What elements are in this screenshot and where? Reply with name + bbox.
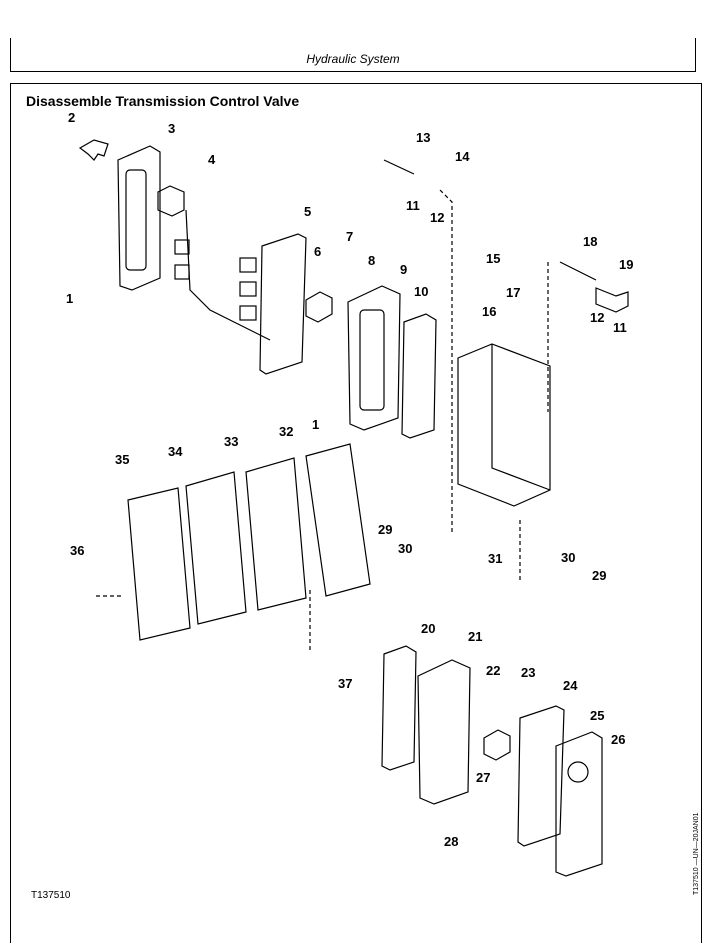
part-9-valve-body (347, 285, 401, 431)
callout-15: 15 (486, 251, 500, 266)
callout-28: 28 (444, 834, 458, 849)
part-32-separator-plate (305, 443, 371, 597)
callout-16: 16 (482, 304, 496, 319)
section-title: Disassemble Transmission Control Valve (26, 93, 300, 109)
callout-8: 8 (368, 253, 375, 268)
callout-11: 11 (406, 198, 420, 213)
callout-5: 5 (304, 204, 311, 219)
part-34-gasket-plate (185, 471, 247, 625)
callout-23: 23 (521, 665, 535, 680)
callout-31: 31 (488, 551, 502, 566)
callout-18: 18 (583, 234, 597, 249)
figure-side-id: T137510 —UN—20JAN01 (693, 812, 700, 896)
callout-10: 10 (414, 284, 428, 299)
callout-2: 2 (68, 110, 75, 125)
part-21-valve-body (417, 659, 471, 805)
callout-9: 9 (400, 262, 407, 277)
callout-26: 26 (611, 732, 625, 747)
part-20-gasket (381, 645, 417, 771)
callout-12: 12 (430, 210, 444, 225)
callout-4: 4 (208, 152, 216, 167)
part-5-gasket (259, 233, 307, 375)
callout-22: 22 (486, 663, 500, 678)
part-6-valve (305, 291, 333, 323)
callout-29: 29 (378, 522, 392, 537)
callout-34: 34 (168, 444, 183, 459)
part-18-spring (559, 261, 597, 281)
callout-19: 19 (619, 257, 633, 272)
callout-32: 32 (279, 424, 293, 439)
part-3-cover (117, 145, 161, 291)
part-10-gasket (401, 313, 437, 439)
callout-33: 33 (224, 434, 238, 449)
callout-30b: 30 (561, 550, 575, 565)
callout-14: 14 (455, 149, 470, 164)
callout-12b: 12 (590, 310, 604, 325)
callout-11b: 11 (613, 320, 627, 335)
part-4-solenoid (157, 185, 185, 217)
callout-37: 37 (338, 676, 352, 691)
callout-6: 6 (314, 244, 321, 259)
part-24-gasket (517, 705, 565, 847)
callout-13: 13 (416, 130, 430, 145)
callout-35: 35 (115, 452, 129, 467)
callout-30: 30 (398, 541, 412, 556)
figure-frame: Disassemble Transmission Control Valve (10, 83, 702, 943)
part-15-main-body (457, 343, 551, 507)
part-2-clip (78, 139, 109, 161)
part-13-spring (383, 159, 415, 175)
part-25-cover (555, 731, 603, 877)
part-19-plug (595, 287, 629, 313)
callout-7: 7 (346, 229, 353, 244)
callout-20: 20 (421, 621, 435, 636)
callout-25: 25 (590, 708, 604, 723)
callout-27: 27 (476, 770, 490, 785)
callout-1b: 1 (312, 417, 319, 432)
callout-17: 17 (506, 285, 520, 300)
callout-36: 36 (70, 543, 84, 558)
header-title: Hydraulic System (306, 52, 400, 66)
page-header: Hydraulic System (10, 38, 696, 72)
callout-1: 1 (66, 291, 73, 306)
callout-24: 24 (563, 678, 578, 693)
figure-id: T137510 (31, 890, 71, 901)
callout-21: 21 (468, 629, 482, 644)
part-35-valve-plate (127, 487, 191, 641)
callout-3: 3 (168, 121, 175, 136)
part-27-valve (483, 729, 511, 761)
part-33-separator-plate (245, 457, 307, 611)
callout-29b: 29 (592, 568, 606, 583)
